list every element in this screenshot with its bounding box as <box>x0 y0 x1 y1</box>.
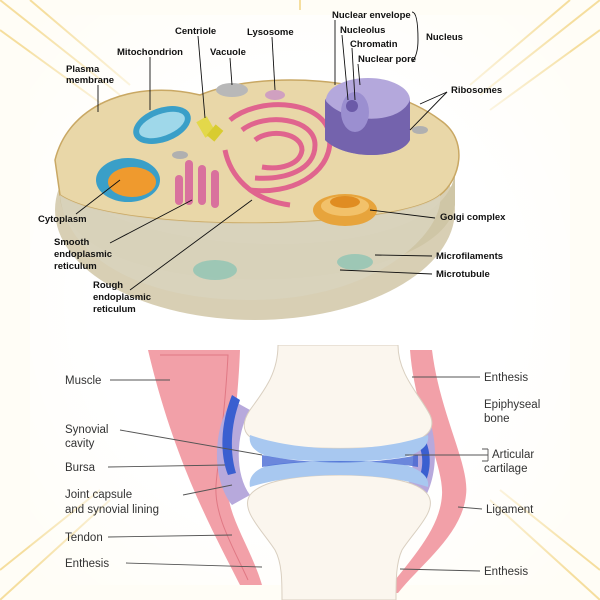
label-microfilaments: Microfilaments <box>436 251 503 262</box>
label-enthesis-bottom-right: Enthesis <box>484 566 528 578</box>
label-ligament: Ligament <box>486 504 534 516</box>
label-plasma-membrane-1: Plasma <box>66 64 100 75</box>
small-organelles <box>172 83 428 280</box>
label-articular-2: cartilage <box>484 463 527 475</box>
label-centriole: Centriole <box>175 26 216 37</box>
label-vacuole: Vacuole <box>210 47 246 58</box>
muscle <box>148 350 262 585</box>
bones <box>243 345 433 600</box>
label-plasma-membrane-2: membrane <box>66 75 114 86</box>
label-nucleus: Nucleus <box>426 32 463 43</box>
label-smooth-er-1: Smooth <box>54 237 90 248</box>
label-nucleolus: Nucleolus <box>340 25 385 36</box>
label-smooth-er-3: reticulum <box>54 261 97 272</box>
label-enthesis-top-right: Enthesis <box>484 372 528 384</box>
lysosome <box>265 90 285 100</box>
label-synovial-cavity-1: Synovial <box>65 424 108 436</box>
mitochondria <box>96 106 191 202</box>
label-golgi: Golgi complex <box>440 212 506 223</box>
label-chromatin: Chromatin <box>350 39 398 50</box>
label-bursa: Bursa <box>65 462 96 474</box>
label-nuclear-pore: Nuclear pore <box>358 54 416 65</box>
golgi-complex <box>313 194 377 226</box>
articular-cartilage <box>249 435 429 487</box>
label-ribosomes: Ribosomes <box>451 85 502 96</box>
label-tendon: Tendon <box>65 532 103 544</box>
label-joint-capsule-2: and synovial lining <box>65 504 159 516</box>
vacuole <box>216 83 248 97</box>
synovial-cavity <box>262 455 418 467</box>
label-rough-er-3: reticulum <box>93 304 136 315</box>
label-rough-er-1: Rough <box>93 280 123 291</box>
label-epiphyseal-1: Epiphyseal <box>484 399 540 411</box>
label-mitochondrion: Mitochondrion <box>117 47 183 58</box>
nucleolus <box>346 100 358 112</box>
label-lysosome: Lysosome <box>247 27 294 38</box>
label-enthesis-left: Enthesis <box>65 558 109 570</box>
label-synovial-cavity-2: cavity <box>65 438 95 450</box>
label-smooth-er-2: endoplasmic <box>54 249 112 260</box>
label-epiphyseal-2: bone <box>484 413 510 425</box>
label-cytoplasm: Cytoplasm <box>38 214 87 225</box>
label-nuclear-envelope: Nuclear envelope <box>332 10 411 21</box>
label-muscle: Muscle <box>65 375 101 387</box>
label-joint-capsule-1: Joint capsule <box>65 489 132 501</box>
cell-leader-lines <box>75 11 448 291</box>
label-microtubule: Microtubule <box>436 269 490 280</box>
ligament <box>385 350 467 593</box>
smooth-er <box>175 160 219 208</box>
joint-leader-lines <box>107 376 489 572</box>
label-articular-1: Articular <box>492 449 534 461</box>
synovial-joint-diagram: Muscle Synovial cavity Bursa Joint capsu… <box>65 345 540 600</box>
animal-cell-diagram: Plasma membrane Mitochondrion Centriole … <box>38 10 506 320</box>
nucleus <box>325 78 410 155</box>
label-rough-er-2: endoplasmic <box>93 292 151 303</box>
